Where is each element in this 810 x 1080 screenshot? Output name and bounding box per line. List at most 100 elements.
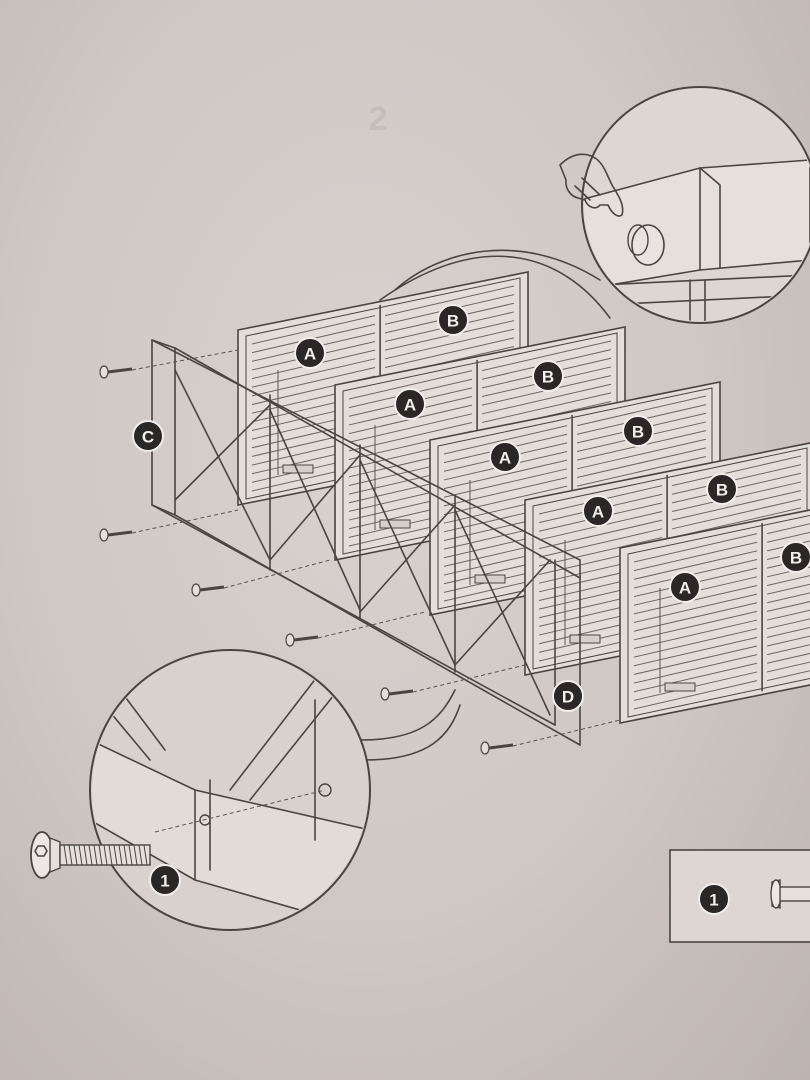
label-circle <box>437 304 469 336</box>
thread <box>113 844 118 866</box>
screw-head <box>480 741 490 755</box>
label-letter: B <box>542 368 554 387</box>
small-screw-icon <box>380 664 526 701</box>
label-panel-left: A <box>294 337 326 369</box>
slat <box>766 609 810 621</box>
slat <box>766 670 810 682</box>
hand-pointing-icon <box>559 153 624 217</box>
slat <box>766 575 810 586</box>
guide-line <box>512 719 621 747</box>
hardware-legend <box>669 849 810 943</box>
screw-icon <box>30 831 151 879</box>
label-circle <box>489 441 521 473</box>
slat <box>443 425 568 455</box>
slat <box>766 601 810 612</box>
bottom-detail-bubble <box>30 649 461 931</box>
small-screw-icon <box>99 349 239 379</box>
label-letter: D <box>562 688 574 707</box>
thread <box>103 844 108 866</box>
label-letter: A <box>679 579 691 598</box>
slat <box>671 464 802 495</box>
slat <box>633 541 758 572</box>
label-panel-right: B <box>437 304 469 336</box>
slat <box>671 481 802 513</box>
label-panel-left: A <box>489 441 521 473</box>
label-frame-side: C <box>132 420 164 452</box>
label-circle <box>669 571 701 603</box>
guide-line <box>412 664 526 693</box>
thread <box>123 844 128 866</box>
slat <box>481 392 612 423</box>
guide-line <box>317 611 426 639</box>
slat <box>384 328 515 360</box>
slat <box>633 584 758 615</box>
thread <box>88 844 93 866</box>
label-letter: A <box>592 503 604 522</box>
screw-head <box>380 687 390 701</box>
small-screw-icon <box>191 559 331 597</box>
slat <box>576 438 707 470</box>
thread <box>138 844 143 866</box>
slat <box>633 628 758 658</box>
panel-pair-5 <box>619 509 810 724</box>
slat <box>766 566 810 578</box>
top-detail-bubble <box>379 86 810 324</box>
label-circle <box>294 337 326 369</box>
thread <box>118 844 123 866</box>
slat <box>251 358 376 388</box>
slat <box>384 337 515 368</box>
slat <box>384 285 515 317</box>
slat <box>538 536 663 567</box>
label-letter: A <box>404 396 416 415</box>
slat <box>671 455 802 487</box>
label-letter: A <box>304 345 316 364</box>
slat <box>766 661 810 673</box>
label-panel-right: B <box>532 360 564 392</box>
screw-head <box>191 583 201 597</box>
thread <box>128 844 133 866</box>
panel-bracket <box>474 574 506 584</box>
slat <box>348 413 473 443</box>
slat <box>766 592 810 604</box>
thread <box>63 844 68 866</box>
slat <box>766 523 810 535</box>
label-panel-left: A <box>582 495 614 527</box>
slat <box>633 636 758 667</box>
slat <box>766 618 810 630</box>
panel-inner-edge <box>627 514 810 718</box>
panel-bracket <box>664 682 696 692</box>
label-letter: B <box>716 481 728 500</box>
slat <box>443 459 568 490</box>
faded-step-number: 2 <box>369 100 388 138</box>
slat <box>348 370 473 400</box>
slat <box>481 383 612 415</box>
label-circle <box>582 495 614 527</box>
screw-shank <box>107 367 133 374</box>
slat <box>633 559 758 589</box>
thread <box>143 844 148 866</box>
label-circle <box>622 415 654 447</box>
thread <box>68 844 73 866</box>
slat <box>538 528 663 558</box>
label-panel-right: B <box>780 541 810 573</box>
thread <box>93 844 98 866</box>
screw-head <box>99 528 109 542</box>
slat <box>538 519 663 550</box>
slat <box>633 593 758 624</box>
slat <box>576 447 707 478</box>
screw-shank <box>488 743 514 750</box>
thread <box>73 844 78 866</box>
slat <box>576 395 707 427</box>
slat <box>766 652 810 664</box>
slat <box>633 645 758 675</box>
label-panel-right: B <box>706 473 738 505</box>
screw-head <box>99 365 109 379</box>
slat <box>766 626 810 638</box>
slat <box>671 490 802 521</box>
label-circle <box>698 883 730 915</box>
frame <box>151 339 581 746</box>
screw-shank <box>199 585 225 592</box>
